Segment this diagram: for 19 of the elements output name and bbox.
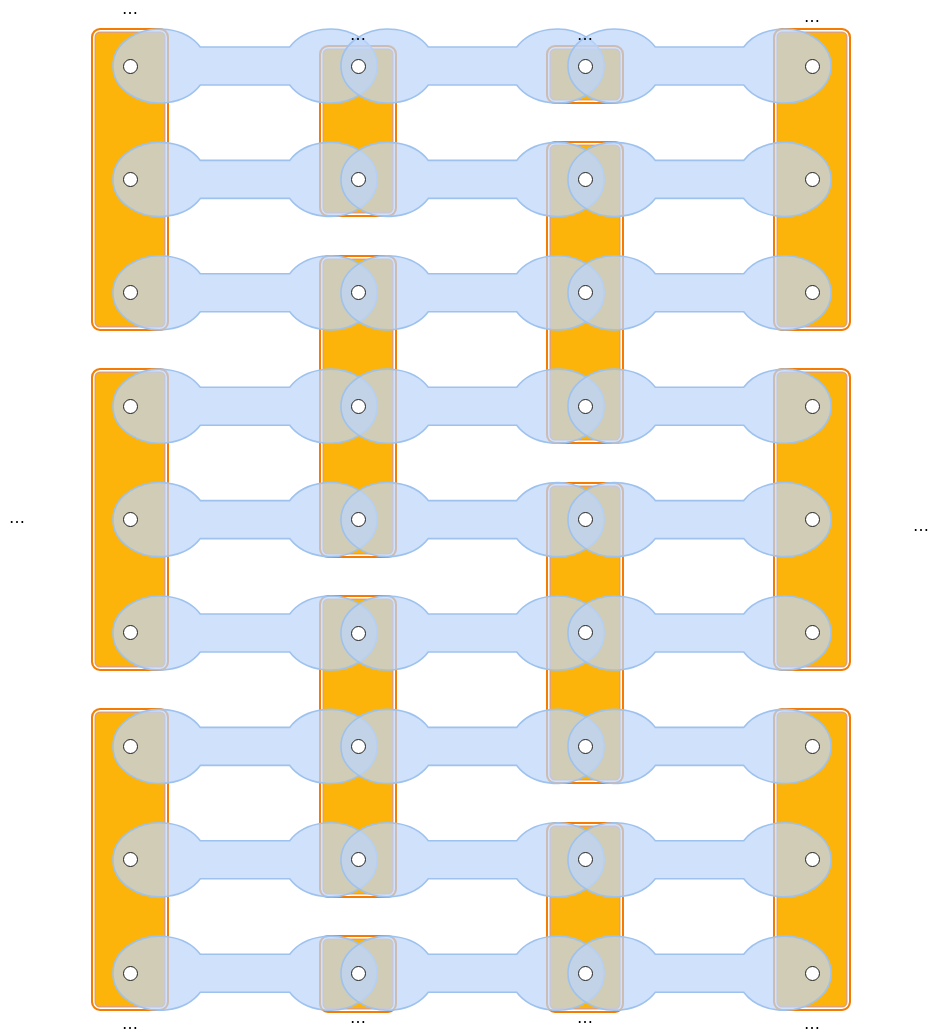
ellipsis-label: …: [122, 1016, 138, 1032]
link-band: [567, 595, 832, 671]
ellipsis-label: …: [122, 1, 138, 17]
ellipsis-label: …: [350, 1010, 366, 1026]
link-band: [567, 935, 832, 1011]
ellipsis-label: …: [804, 1016, 820, 1032]
ellipsis-label: …: [350, 27, 366, 43]
ellipsis-label: …: [804, 9, 820, 25]
link-band: [567, 255, 832, 331]
ellipsis-label: …: [577, 27, 593, 43]
link-band: [567, 368, 832, 444]
link-band: [567, 708, 832, 785]
link-band: [567, 822, 832, 898]
link-band: [567, 28, 832, 104]
ellipsis-label: …: [913, 518, 929, 534]
link-band: [567, 481, 832, 558]
ellipsis-label: …: [9, 510, 25, 526]
ellipsis-label: …: [577, 1010, 593, 1026]
link-band: [567, 141, 832, 218]
